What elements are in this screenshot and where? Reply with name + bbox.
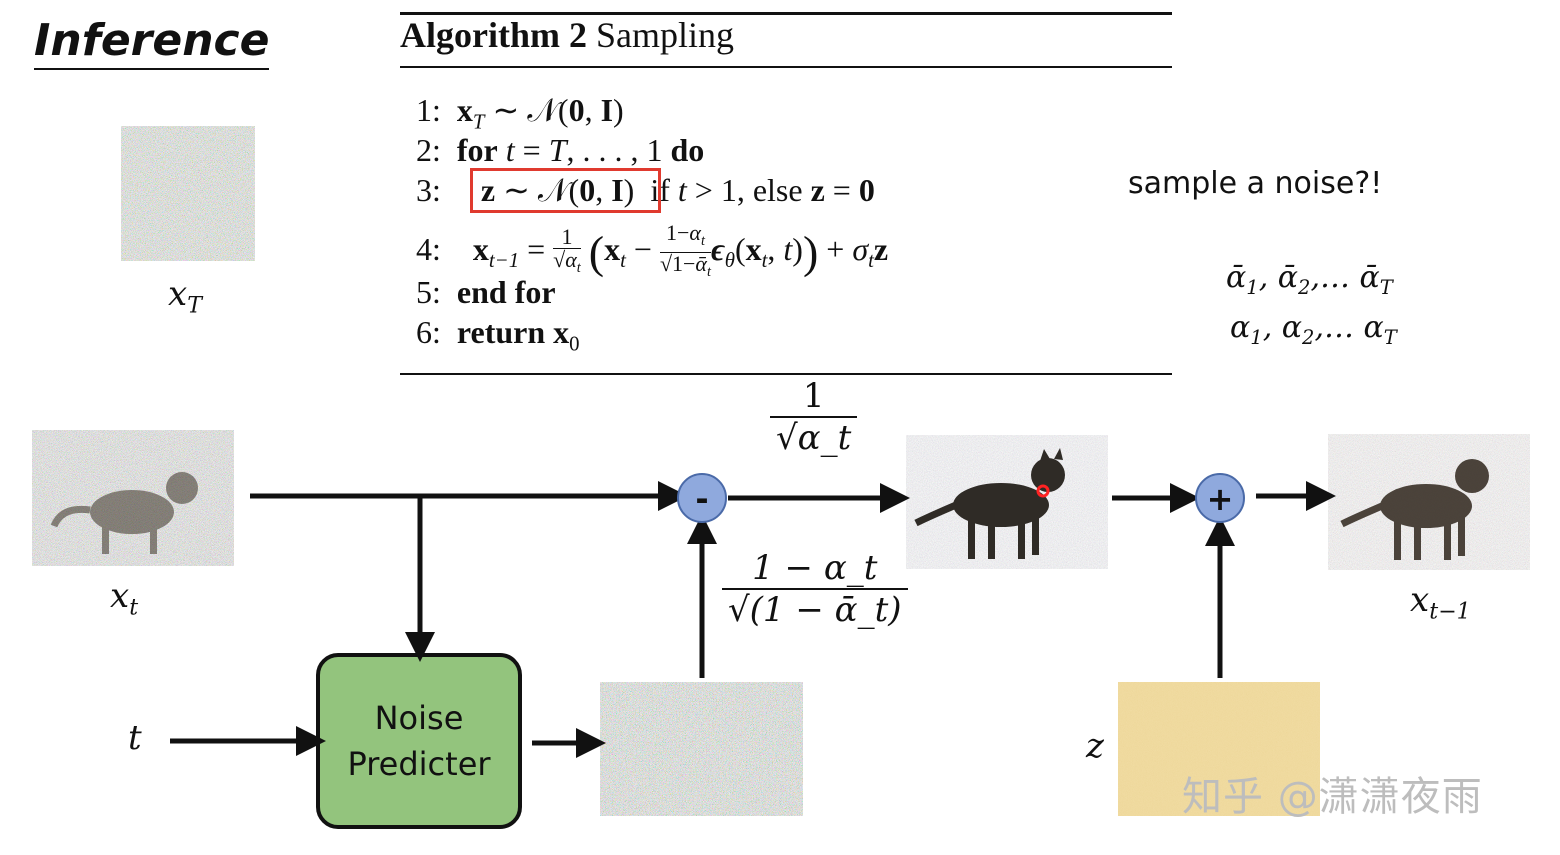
coef-noise-scale: 1 − α_t √(1 − ᾱ_t) [722, 548, 908, 630]
label-t: t [128, 718, 142, 758]
algo-line-5: 5: end for [416, 274, 556, 310]
algo-line-1: 1: xT ∼ 𝒩(0, I) [416, 92, 624, 134]
cat-image-xt-minus-1 [1328, 434, 1530, 570]
sample-noise-note: sample a noise?! [1128, 166, 1383, 201]
denoised-cat-image [906, 435, 1108, 569]
plus-operator: + [1195, 473, 1245, 523]
algo-line-3: 3: z ∼ 𝒩(0, I) if t > 1, else z = 0 [416, 172, 875, 208]
alpha-sequence: α1, α2,… αT [1230, 310, 1397, 349]
algo-line-2: 2: for t = T, . . . , 1 do [416, 132, 705, 168]
predicter-line-1: Noise [374, 699, 464, 737]
plus-sign: + [1207, 480, 1234, 518]
label-xt-minus-1: xt−1 [1410, 580, 1471, 625]
z-noise-image [1118, 682, 1320, 816]
algo-top-rule [400, 12, 1172, 15]
predicted-noise-image [600, 682, 803, 816]
algo-title: Algorithm 2 Sampling [400, 15, 734, 55]
algo-bottom-rule [400, 373, 1172, 375]
minus-operator: - [677, 473, 727, 523]
coef-one-over-sqrt-alpha: 1 √α_t [770, 376, 858, 458]
label-xt: xt [110, 576, 139, 621]
label-xT: xT [168, 274, 202, 319]
algo-header-rule [400, 66, 1172, 68]
predicter-line-2: Predicter [347, 745, 491, 783]
noise-image-xT [121, 126, 255, 261]
algo-line-6: 6: return x0 [416, 314, 580, 356]
alpha-bar-sequence: ᾱ1, ᾱ2,… ᾱT [1226, 260, 1393, 299]
minus-sign: - [695, 480, 708, 518]
noisy-cat-image-xt [32, 430, 234, 566]
watermark-text: 知乎 @潇潇夜雨 [1182, 774, 1483, 820]
label-z: z [1086, 726, 1104, 766]
highlight-box [470, 168, 661, 213]
page-title: Inference [34, 14, 270, 70]
